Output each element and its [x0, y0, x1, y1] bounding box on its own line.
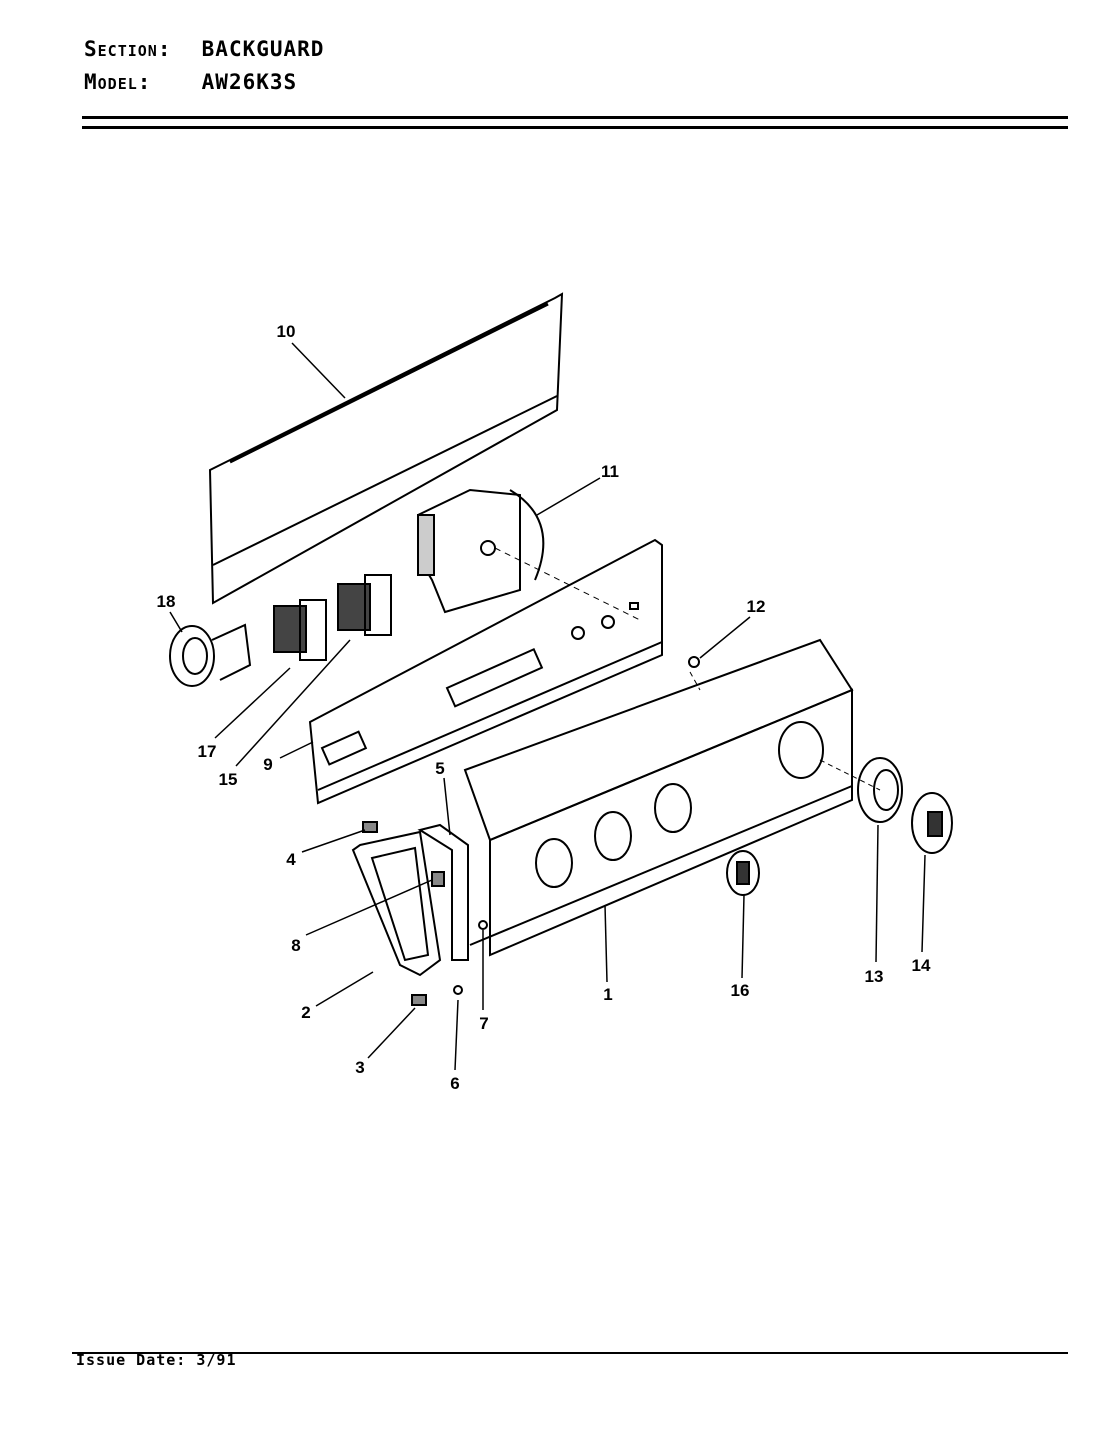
callout-6: 6	[450, 1074, 459, 1093]
part-2-end-cap	[351, 830, 442, 977]
part-10-rear-panel	[208, 292, 564, 605]
callout-5: 5	[435, 759, 444, 778]
header-rule-top	[82, 116, 1068, 119]
section-label: Section:	[84, 37, 172, 61]
callout-8: 8	[291, 936, 300, 955]
model-label: Model:	[84, 70, 152, 94]
part-1-console-housing	[463, 638, 881, 957]
section-value: BACKGUARD	[201, 37, 325, 61]
part-15-switch	[337, 574, 392, 636]
part-4-clip	[362, 821, 378, 833]
callout-10: 10	[277, 322, 296, 341]
part-16-knob	[726, 850, 760, 896]
part-7-screw	[478, 920, 488, 930]
callout-17: 17	[198, 742, 217, 761]
issue-date: Issue Date: 3/91	[76, 1351, 237, 1369]
part-13-dial-skirt	[857, 757, 903, 823]
section-line: Section: BACKGUARD	[84, 37, 324, 61]
footer-rule	[72, 1352, 1068, 1354]
callout-1: 1	[603, 985, 612, 1004]
callout-15: 15	[219, 770, 238, 789]
callout-11: 11	[601, 462, 619, 481]
part-17-switch	[273, 599, 327, 661]
callout-2: 2	[301, 1003, 310, 1022]
callout-4: 4	[286, 850, 296, 869]
part-9-control-panel	[308, 538, 663, 805]
part-11-timer	[416, 488, 641, 621]
callout-3: 3	[355, 1058, 364, 1077]
part-3-clip	[411, 994, 427, 1006]
callout-16: 16	[731, 981, 750, 1000]
part-12-screw	[688, 656, 700, 668]
leader-lines	[169, 342, 926, 1071]
header-rule-bottom	[82, 126, 1068, 129]
part-18-pressure-switch	[169, 623, 252, 687]
callout-18: 18	[157, 592, 176, 611]
callout-13: 13	[865, 967, 884, 986]
part-14-knob	[911, 792, 953, 854]
callout-14: 14	[912, 956, 931, 975]
part-8-bracket	[431, 871, 445, 887]
callout-12: 12	[747, 597, 766, 616]
part-5-trim	[417, 823, 469, 961]
model-value: AW26K3S	[201, 70, 298, 94]
callout-7: 7	[479, 1014, 488, 1033]
part-6-screw	[453, 985, 463, 995]
callout-9: 9	[263, 755, 272, 774]
model-line: Model: AW26K3S	[84, 70, 297, 94]
